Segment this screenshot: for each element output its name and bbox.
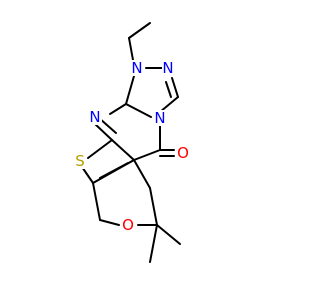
bond-c8a-npyr (109, 103, 127, 115)
atom-n-pyrimidine-label: N (89, 108, 100, 126)
bond-c4a-co (133, 149, 161, 161)
bond-c-nbridge (159, 96, 179, 113)
atom-n-bridge-label: N (154, 109, 165, 127)
molecule-canvas: N N N N S O O (73, 22, 190, 263)
bond-n2-c-double (171, 77, 179, 98)
atom-n-ethyl-label: N (131, 59, 142, 77)
bond-cq-ch2b (149, 187, 158, 226)
atom-n-ethyl: N (131, 59, 143, 77)
bond-ethyl-ch3-ch2 (128, 22, 151, 39)
atom-s-thiophene-label: S (75, 152, 85, 170)
bond-c7a-c4a-double (99, 162, 129, 179)
bond-cq-me1 (156, 224, 181, 245)
bond-c8a-nbridge (125, 103, 152, 118)
atom-o-pyran-label: O (122, 216, 134, 234)
bond-ch2a-o (99, 219, 120, 226)
atom-s-thiophene: S (73, 152, 87, 170)
bond-c-c4a (111, 139, 135, 161)
bond-n1-c8a (125, 75, 135, 105)
atom-o-carbonyl: O (176, 144, 190, 162)
bond-cq-me2 (149, 224, 158, 263)
atom-o-carbonyl-label: O (177, 144, 189, 162)
atom-n-triazole-label: N (162, 59, 173, 77)
atom-o-pyran: O (121, 216, 135, 234)
bond-c7a-ch2a (92, 182, 101, 221)
bond-c-s (87, 139, 113, 159)
bond-ch2b-c4a (133, 159, 151, 189)
bond-npyr-c (94, 123, 113, 141)
atom-labels: N N N N S O O (73, 59, 190, 234)
atom-n-triazole: N (162, 59, 174, 77)
bond-ethyl-ch2-n (128, 37, 134, 61)
atom-n-bridge: N (153, 109, 167, 127)
molecule-structure: N N N N S O O (73, 22, 190, 263)
atom-n-pyrimidine: N (88, 108, 102, 126)
bond-n2-c-double-inner (165, 81, 172, 98)
